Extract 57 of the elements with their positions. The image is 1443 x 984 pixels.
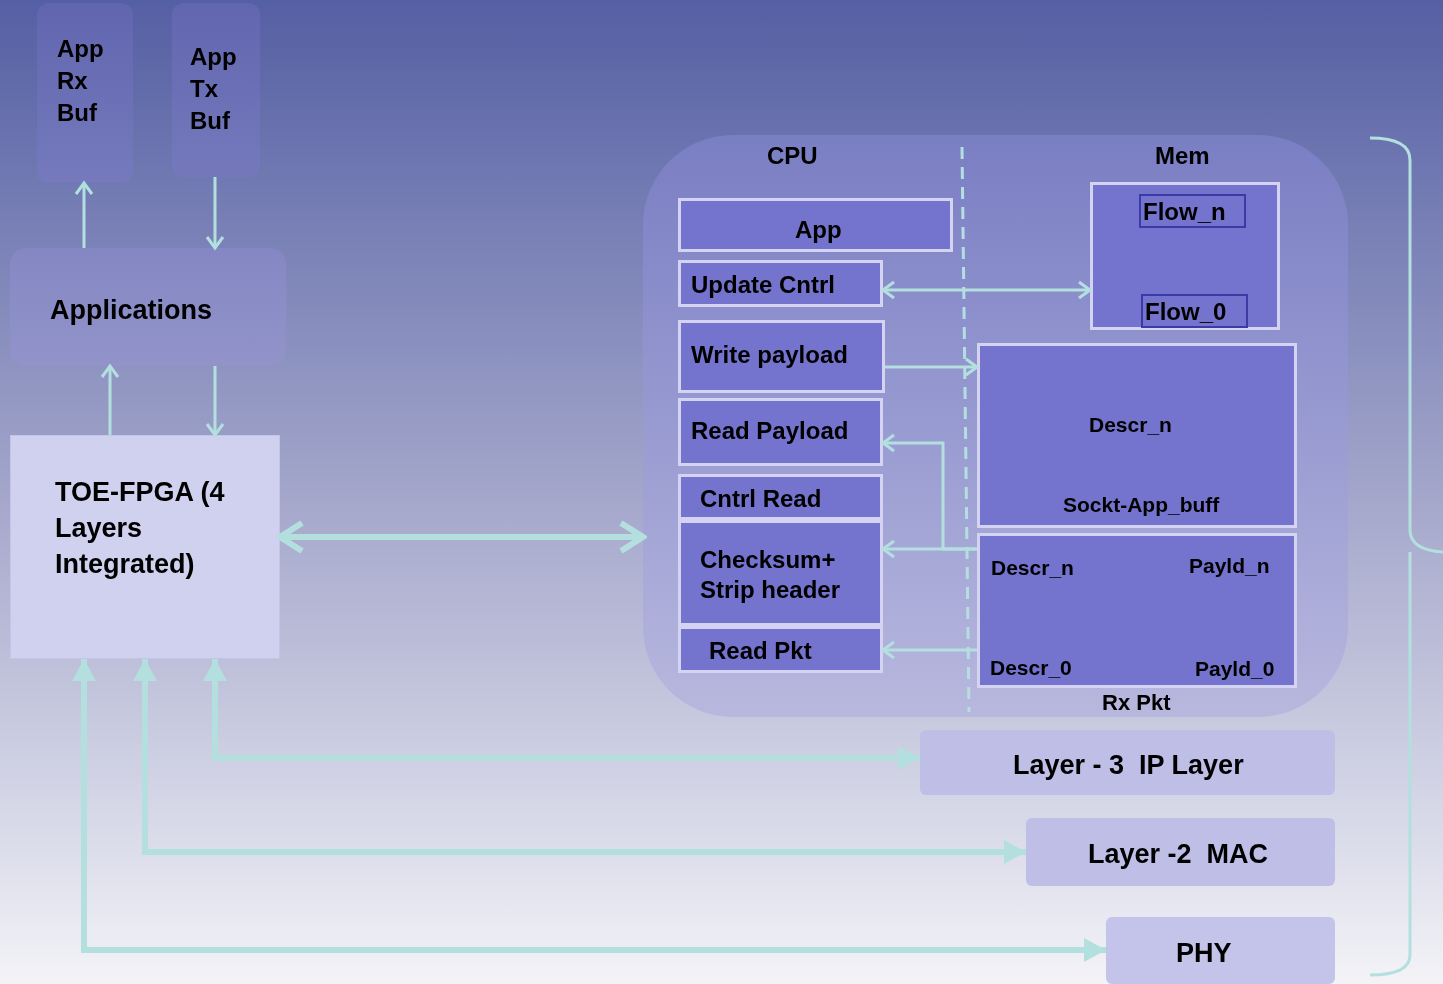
arrow	[72, 659, 1106, 962]
buffer-box	[172, 3, 260, 177]
node-label: Descr_n	[991, 555, 1074, 581]
arrow	[100, 364, 120, 435]
node-label: Flow_n	[1143, 197, 1226, 227]
process-box	[10, 435, 280, 659]
node-label: Write payload	[691, 340, 848, 370]
process-box	[678, 398, 883, 466]
arrow	[885, 357, 979, 377]
process-box	[678, 320, 885, 393]
layer-box	[1026, 818, 1335, 886]
node-label: App Tx Buf	[190, 42, 238, 136]
memory-box	[977, 533, 1297, 688]
process-box	[678, 520, 883, 626]
node-label: CPU	[767, 141, 818, 171]
node-label: Mem	[1155, 141, 1210, 171]
node-label: Payld_n	[1189, 553, 1270, 579]
node-label: Checksum+ Strip header	[700, 545, 842, 605]
layer-box	[920, 730, 1335, 795]
node-label: PHY	[1176, 937, 1232, 970]
arrow	[133, 659, 1026, 864]
node-label: Rx Pkt	[1102, 690, 1171, 716]
node-label: Read Payload	[691, 416, 849, 446]
arrow	[881, 539, 977, 559]
node-label: Layer - 3 IP Layer	[1013, 749, 1244, 782]
memory-box	[1090, 182, 1280, 330]
arrow	[203, 659, 920, 770]
arrow	[277, 520, 646, 554]
layer-box	[1106, 917, 1335, 984]
panel	[643, 135, 1348, 717]
node-label: Cntrl Read	[700, 484, 822, 514]
memory-slot	[1139, 194, 1246, 228]
node-label: Layer -2 MAC	[1088, 838, 1269, 871]
process-box	[678, 474, 883, 520]
arrow	[205, 366, 225, 437]
node-label: Descr_0	[990, 655, 1072, 681]
process-box	[678, 626, 883, 673]
process-box	[678, 260, 883, 307]
arrow	[881, 280, 1092, 300]
process-box	[10, 248, 286, 366]
node-label: Applications	[50, 294, 212, 327]
node-label: TOE-FPGA (4 Layers Integrated)	[55, 476, 226, 581]
buffer-box	[37, 3, 133, 183]
arrow	[881, 640, 977, 660]
node-label: Update Cntrl	[691, 270, 835, 300]
process-box	[678, 198, 953, 252]
arrow	[74, 181, 94, 248]
node-label: Read Pkt	[709, 636, 812, 666]
node-label: Payld_0	[1195, 656, 1275, 682]
node-label: App Rx Buf	[57, 34, 105, 128]
memory-slot	[1141, 294, 1248, 328]
memory-box	[977, 343, 1297, 528]
arrow	[205, 177, 225, 250]
node-label: Descr_n	[1089, 412, 1172, 438]
node-label: Flow_0	[1145, 297, 1227, 327]
node-label: Sockt-App_buff	[1063, 492, 1220, 518]
node-label: App	[795, 215, 842, 245]
